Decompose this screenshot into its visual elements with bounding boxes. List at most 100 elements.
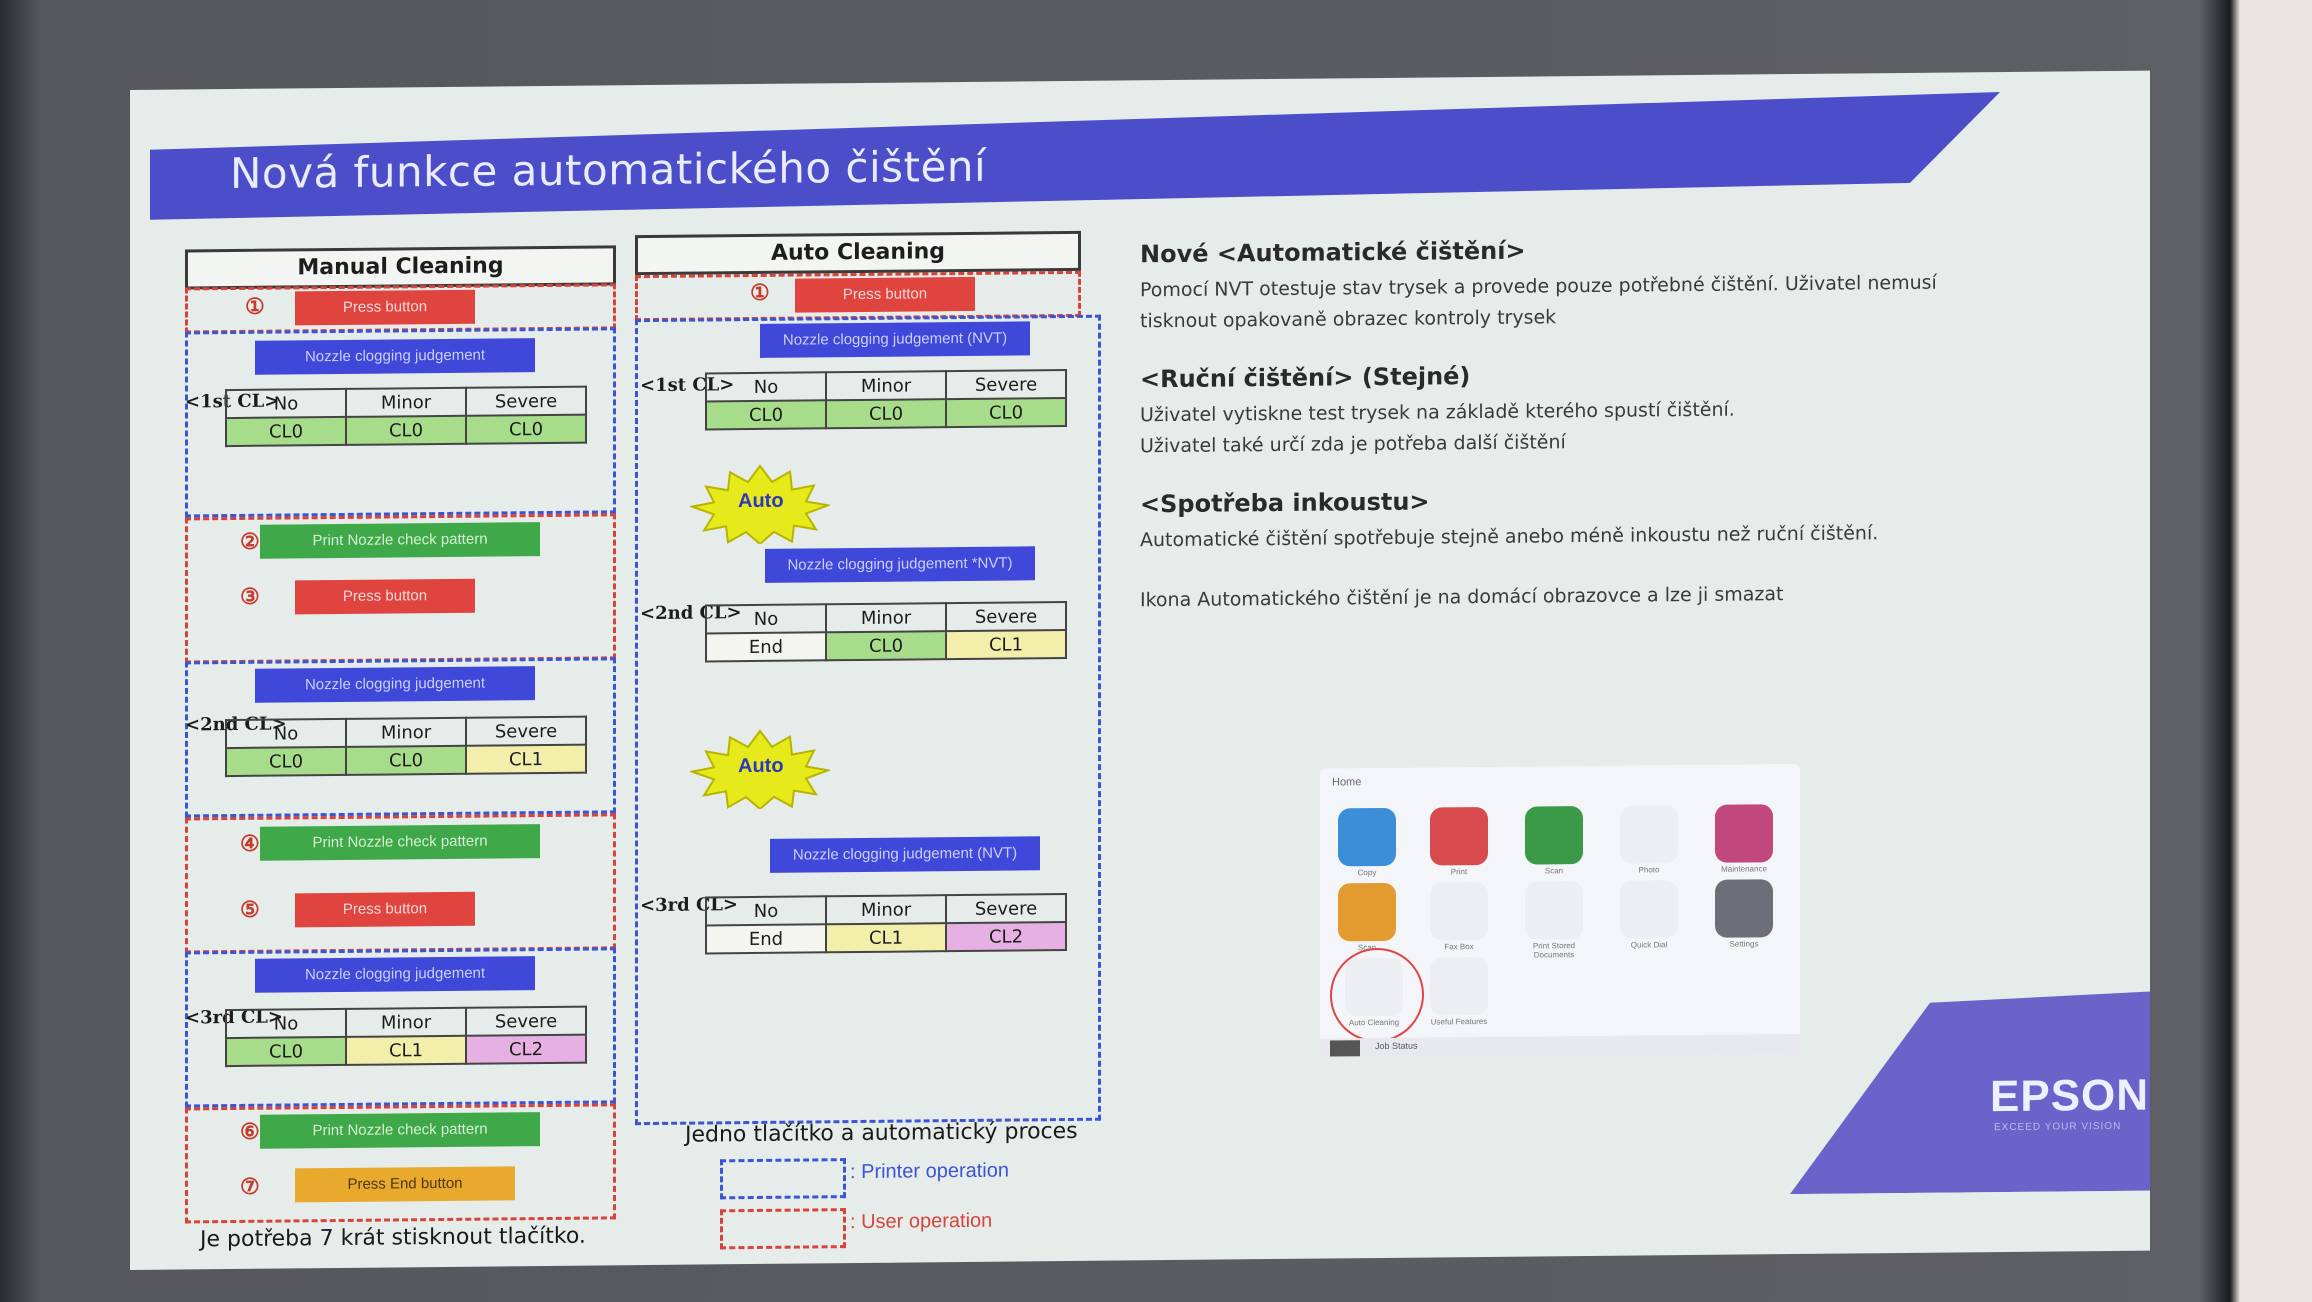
- printer-home-screen: Home Copy Print Scan Photo Maintenance S…: [1320, 763, 1800, 1059]
- app-copy-icon: [1338, 807, 1396, 867]
- app-useful-features-label: Useful Features: [1430, 1016, 1488, 1027]
- val-minor: CL0: [826, 631, 946, 661]
- col-minor: Minor: [826, 895, 946, 925]
- step-number-2: ②: [240, 528, 260, 554]
- auto-cleaning-icon: [1345, 957, 1403, 1017]
- auto-cleaning-header: Auto Cleaning: [635, 230, 1081, 276]
- auto-step-number-1: ①: [750, 279, 770, 306]
- text-icon-note: Ikona Automatického čištění je na domácí…: [1140, 583, 1784, 612]
- val-severe: CL1: [946, 630, 1066, 660]
- auto-printer-op-region: [635, 314, 1101, 1126]
- val-severe: CL1: [466, 744, 586, 774]
- title-band-shape: [150, 92, 2000, 220]
- auto-label-2: Auto: [738, 754, 784, 778]
- col-no: No: [706, 372, 826, 402]
- print-nozzle-step-4: Print Nozzle check pattern: [260, 824, 540, 861]
- judgement-box-2: Nozzle clogging judgement: [255, 666, 535, 703]
- step-number-1: ①: [245, 293, 265, 319]
- col-no: No: [226, 1008, 346, 1039]
- print-nozzle-step-6: Print Nozzle check pattern: [260, 1112, 540, 1149]
- col-severe: Severe: [466, 386, 586, 416]
- heading-auto-cleaning: Nové <Automatické čištění>: [1140, 236, 1526, 269]
- step-number-7: ⑦: [240, 1173, 260, 1199]
- val-minor: CL0: [346, 415, 466, 445]
- app-stored-docs-icon: [1525, 881, 1583, 940]
- judgement-box-3: Nozzle clogging judgement: [255, 956, 535, 993]
- epson-tagline: EXCEED YOUR VISION: [1994, 1120, 2122, 1134]
- col-severe: Severe: [946, 602, 1066, 632]
- col-minor: Minor: [346, 1007, 466, 1037]
- home-icon: [1330, 1040, 1360, 1057]
- app-scan-icon: [1525, 806, 1583, 865]
- title-band: [150, 92, 2000, 230]
- text-auto-2: tisknout opakovaně obrazec kontroly trys…: [1140, 306, 1557, 333]
- heading-ink-consumption: <Spotřeba inkoustu>: [1140, 487, 1430, 519]
- val-severe: CL0: [946, 398, 1066, 428]
- manual-table-2: No Minor Severe CL0 CL0 CL1: [225, 716, 587, 777]
- val-minor: CL1: [826, 923, 946, 953]
- val-severe: CL0: [466, 414, 586, 444]
- app-faxbox-label: Fax Box: [1444, 942, 1474, 952]
- auto-table-1: No Minor Severe CL0 CL0 CL0: [705, 369, 1067, 430]
- val-no: CL0: [226, 1036, 346, 1067]
- press-button-step-5: Press button: [295, 891, 475, 928]
- app-scan-label: Scan: [1544, 866, 1564, 876]
- app-photo-icon: [1620, 805, 1678, 864]
- app-useful-features-icon: [1430, 956, 1488, 1016]
- legend-printer-swatch: [720, 1158, 846, 1200]
- heading-manual-cleaning: <Ruční čištění> (Stejné): [1140, 362, 1471, 394]
- col-no: No: [226, 388, 346, 419]
- col-severe: Severe: [466, 1006, 586, 1036]
- print-nozzle-step-2: Print Nozzle check pattern: [260, 522, 540, 559]
- app-settings-icon: [1715, 879, 1773, 938]
- text-manual-2: Uživatel také určí zda je potřeba další …: [1140, 431, 1566, 458]
- auto-judgement-1: Nozzle clogging judgement (NVT): [760, 321, 1030, 358]
- col-severe: Severe: [946, 894, 1066, 924]
- app-quick-dial-label: Quick Dial: [1630, 940, 1668, 950]
- brand-band: [1790, 990, 2150, 1195]
- step-number-3: ③: [240, 583, 260, 609]
- manual-footer-note: Je potřeba 7 krát stisknout tlačítko.: [200, 1223, 586, 1253]
- manual-table-1: No Minor Severe CL0 CL0 CL0: [225, 386, 587, 447]
- app-photo-label: Photo: [1638, 865, 1660, 875]
- col-severe: Severe: [946, 370, 1066, 400]
- text-ink: Automatické čištění spotřebuje stejně an…: [1140, 522, 1879, 552]
- col-minor: Minor: [346, 387, 466, 417]
- val-minor: CL0: [346, 745, 466, 775]
- legend-user-label: : User operation: [850, 1209, 993, 1234]
- app-scan2-icon: [1338, 882, 1396, 942]
- app-settings-label: Settings: [1729, 939, 1759, 949]
- app-stored-docs-label: Print Stored Documents: [1532, 941, 1576, 960]
- auto-press-button: Press button: [795, 276, 975, 313]
- val-severe: CL2: [946, 922, 1066, 952]
- job-status-label: Job Status: [1375, 1040, 1418, 1052]
- app-quick-dial-icon: [1620, 880, 1678, 939]
- app-copy-label: Copy: [1357, 868, 1377, 878]
- slide-title: Nová funkce automatického čištění: [230, 141, 987, 199]
- col-minor: Minor: [346, 717, 466, 747]
- text-auto-1: Pomocí NVT otestuje stav trysek a proved…: [1140, 271, 1937, 302]
- home-title: Home: [1332, 776, 1362, 789]
- val-minor: CL1: [346, 1035, 466, 1065]
- auto-footer-note: Jedno tlačítko a automatický proces: [685, 1118, 1078, 1148]
- val-no: CL0: [226, 416, 346, 447]
- app-print-label: Print: [1450, 867, 1468, 877]
- col-no: No: [706, 896, 826, 926]
- slide: Nová funkce automatického čištění Manual…: [130, 70, 2150, 1271]
- press-end-button-step-7: Press End button: [295, 1166, 515, 1203]
- text-manual-1: Uživatel vytiskne test trysek na základě…: [1140, 398, 1735, 427]
- auto-label-1: Auto: [738, 489, 784, 513]
- step-number-6: ⑥: [240, 1118, 260, 1144]
- col-minor: Minor: [826, 603, 946, 633]
- legend-user-swatch: [720, 1208, 846, 1250]
- auto-judgement-3: Nozzle clogging judgement (NVT): [770, 836, 1040, 873]
- step-number-4: ④: [240, 830, 260, 856]
- press-button-step-3: Press button: [295, 578, 475, 615]
- press-button-step-1: Press button: [295, 289, 475, 326]
- val-severe: CL2: [466, 1034, 586, 1064]
- col-no: No: [706, 604, 826, 634]
- app-maintenance-icon: [1715, 804, 1773, 863]
- val-minor: CL0: [826, 399, 946, 429]
- auto-judgement-2: Nozzle clogging judgement *NVT): [765, 546, 1035, 583]
- auto-table-3: No Minor Severe End CL1 CL2: [705, 893, 1067, 954]
